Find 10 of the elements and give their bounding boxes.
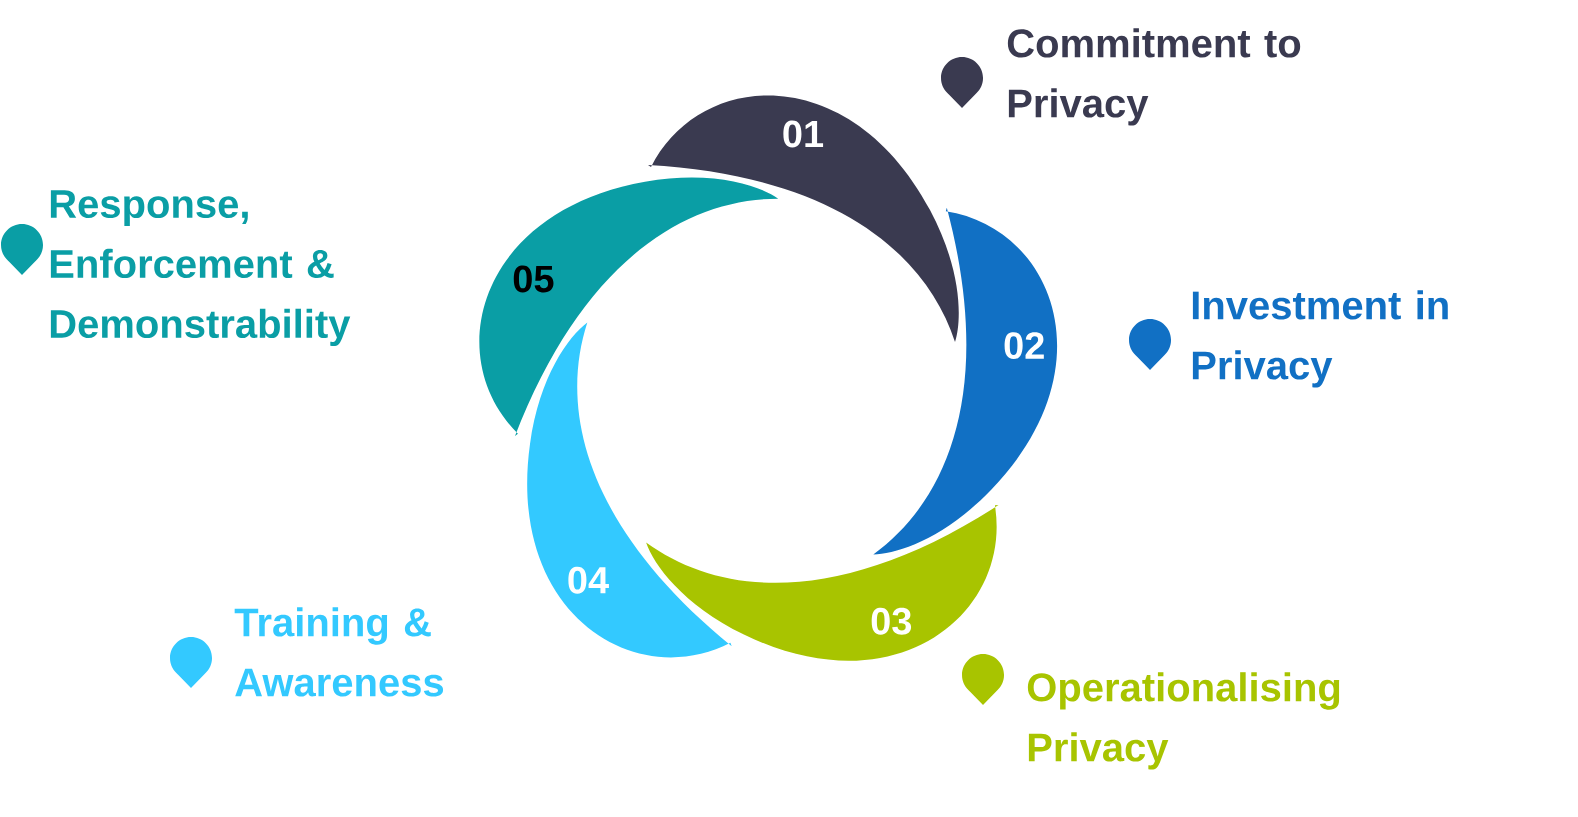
petal: 02 [873, 207, 1057, 555]
label-text: Investment in Privacy [1192, 290, 1448, 388]
petal: 03 [646, 505, 999, 661]
petal: 04 [527, 322, 732, 657]
petal: 01 [648, 95, 959, 342]
label-text: Commitment to Privacy [1007, 28, 1301, 126]
label-text: Response, Enforcement & Demonstrability [50, 190, 351, 346]
label-text: Training & Awareness [234, 607, 444, 697]
label-text: Operationalising Privacy [1027, 672, 1340, 770]
petal: 05 [479, 177, 779, 436]
